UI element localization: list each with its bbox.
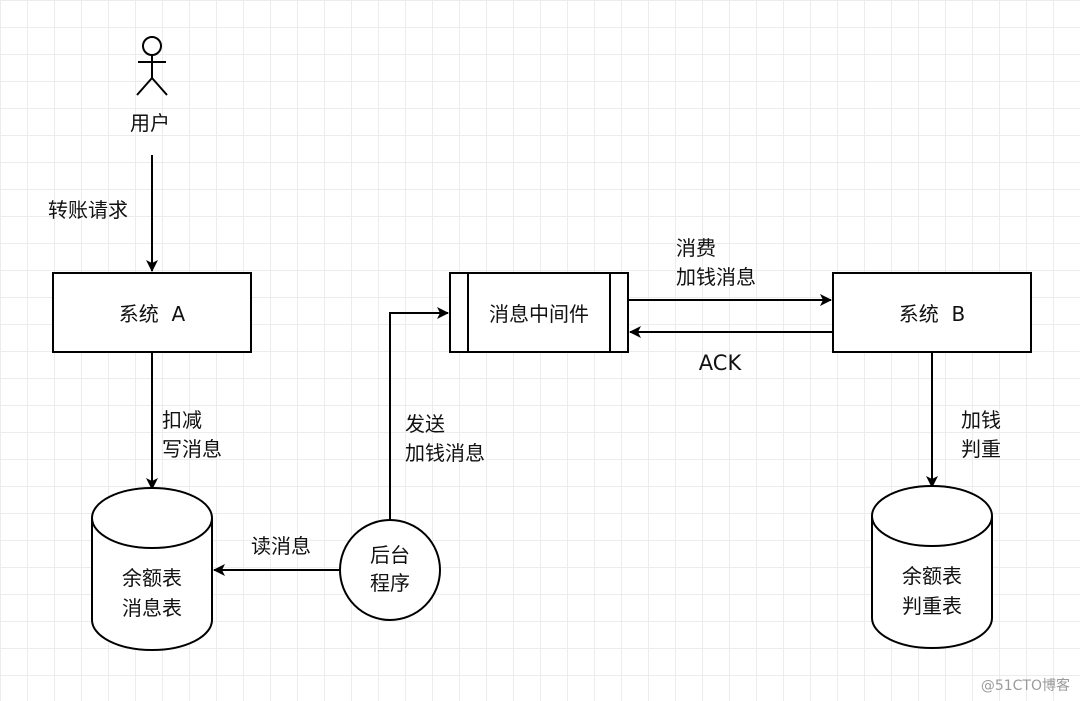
edge-label-transfer-request: 转账请求 (48, 198, 128, 222)
edge-label-add-money-msg-b: 加钱消息 (676, 265, 756, 289)
system-b-label: 系统 B (899, 302, 965, 326)
database-a-cylinder (91, 487, 213, 651)
edge-backend-to-middleware (389, 307, 449, 520)
user-actor-icon (136, 36, 168, 96)
user-label: 用户 (130, 111, 170, 135)
edge-label-add-money: 加钱 (961, 408, 1001, 432)
edge-label-add-money-msg: 加钱消息 (405, 441, 485, 465)
edge-label-ack: ACK (699, 351, 743, 375)
edge-label-consume: 消费 (676, 236, 716, 260)
edge-label-send: 发送 (405, 412, 445, 436)
backend-label-line2: 程序 (370, 571, 410, 595)
database-b-cylinder (871, 485, 993, 649)
watermark-text: @51CTO博客 (981, 677, 1070, 694)
middleware-label: 消息中间件 (489, 302, 589, 326)
backend-label-line1: 后台 (370, 543, 410, 567)
system-a-label: 系统 A (119, 302, 186, 326)
edge-label-deduct: 扣减 (162, 408, 202, 432)
db-b-label-dedupe: 判重表 (902, 594, 962, 618)
message-middleware-box (449, 272, 629, 353)
system-a-box (52, 272, 252, 353)
db-a-label-balance: 余额表 (122, 566, 182, 590)
system-b-box (832, 272, 1032, 353)
edge-label-write-message: 写消息 (162, 437, 222, 461)
edge-label-dedupe: 判重 (961, 437, 1001, 461)
db-b-label-balance: 余额表 (902, 564, 962, 588)
edge-label-read-message: 读消息 (251, 534, 311, 558)
backend-program-node (339, 519, 441, 621)
db-a-label-message: 消息表 (122, 596, 182, 620)
